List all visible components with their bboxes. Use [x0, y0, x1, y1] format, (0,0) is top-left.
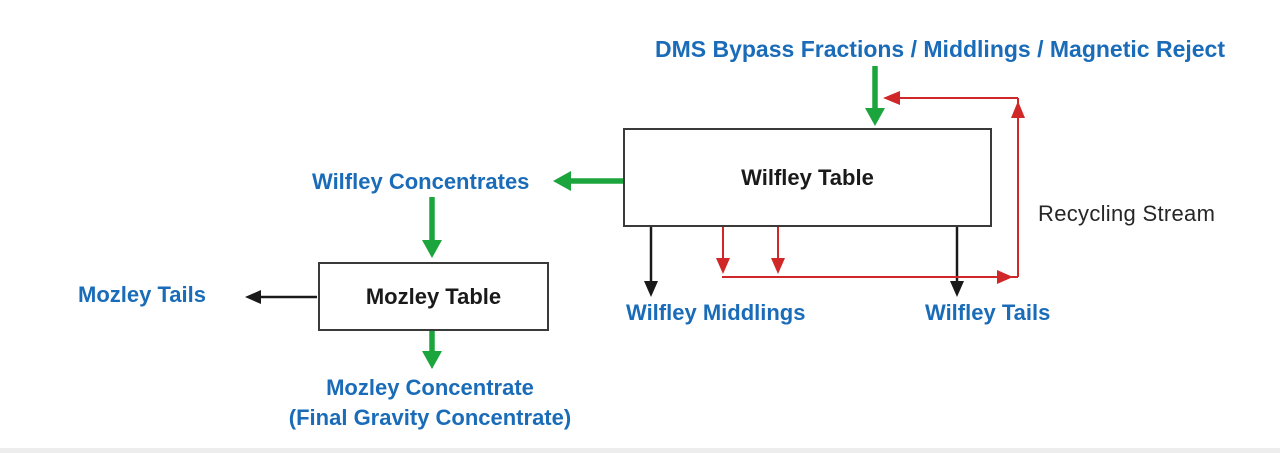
wilfley-concentrates-arrow — [553, 171, 624, 191]
mozley-concentrate-line2: (Final Gravity Concentrate) — [288, 405, 572, 430]
mozley-table-node: Mozley Table — [318, 262, 549, 331]
recycle-riser-line — [1011, 98, 1025, 277]
mozley-concentrate-label: Mozley Concentrate (Final Gravity Concen… — [230, 373, 630, 433]
recycle-bottom-line — [722, 270, 1018, 284]
feed-down-arrow — [865, 66, 885, 126]
wilfley-middlings-arrow — [644, 225, 658, 297]
wilfley-tails-label: Wilfley Tails — [925, 300, 1051, 325]
mozley-tails-label: Mozley Tails — [78, 282, 206, 307]
feed-title-label: DMS Bypass Fractions / Middlings / Magne… — [654, 36, 1225, 62]
wilfley-table-node: Wilfley Table — [623, 128, 992, 227]
wilfley-tails-arrow — [950, 225, 964, 297]
recycle-drop-arrow-1 — [716, 227, 730, 274]
mozley-table-label: Mozley Table — [365, 283, 502, 309]
concentrates-to-mozley-arrow — [422, 197, 442, 258]
bottom-edge-band — [0, 448, 1280, 453]
recycle-return-line — [883, 91, 1018, 105]
mozley-tails-arrow — [245, 290, 317, 304]
recycling-stream-label: Recycling Stream — [1038, 201, 1216, 226]
mozley-concentrate-arrow — [422, 329, 442, 369]
wilfley-middlings-label: Wilfley Middlings — [626, 300, 806, 325]
recycle-drop-arrow-2 — [771, 227, 785, 274]
wilfley-table-label: Wilfley Table — [741, 164, 874, 190]
wilfley-concentrates-label: Wilfley Concentrates — [312, 169, 530, 194]
mozley-concentrate-line1: Mozley Concentrate — [326, 375, 534, 400]
